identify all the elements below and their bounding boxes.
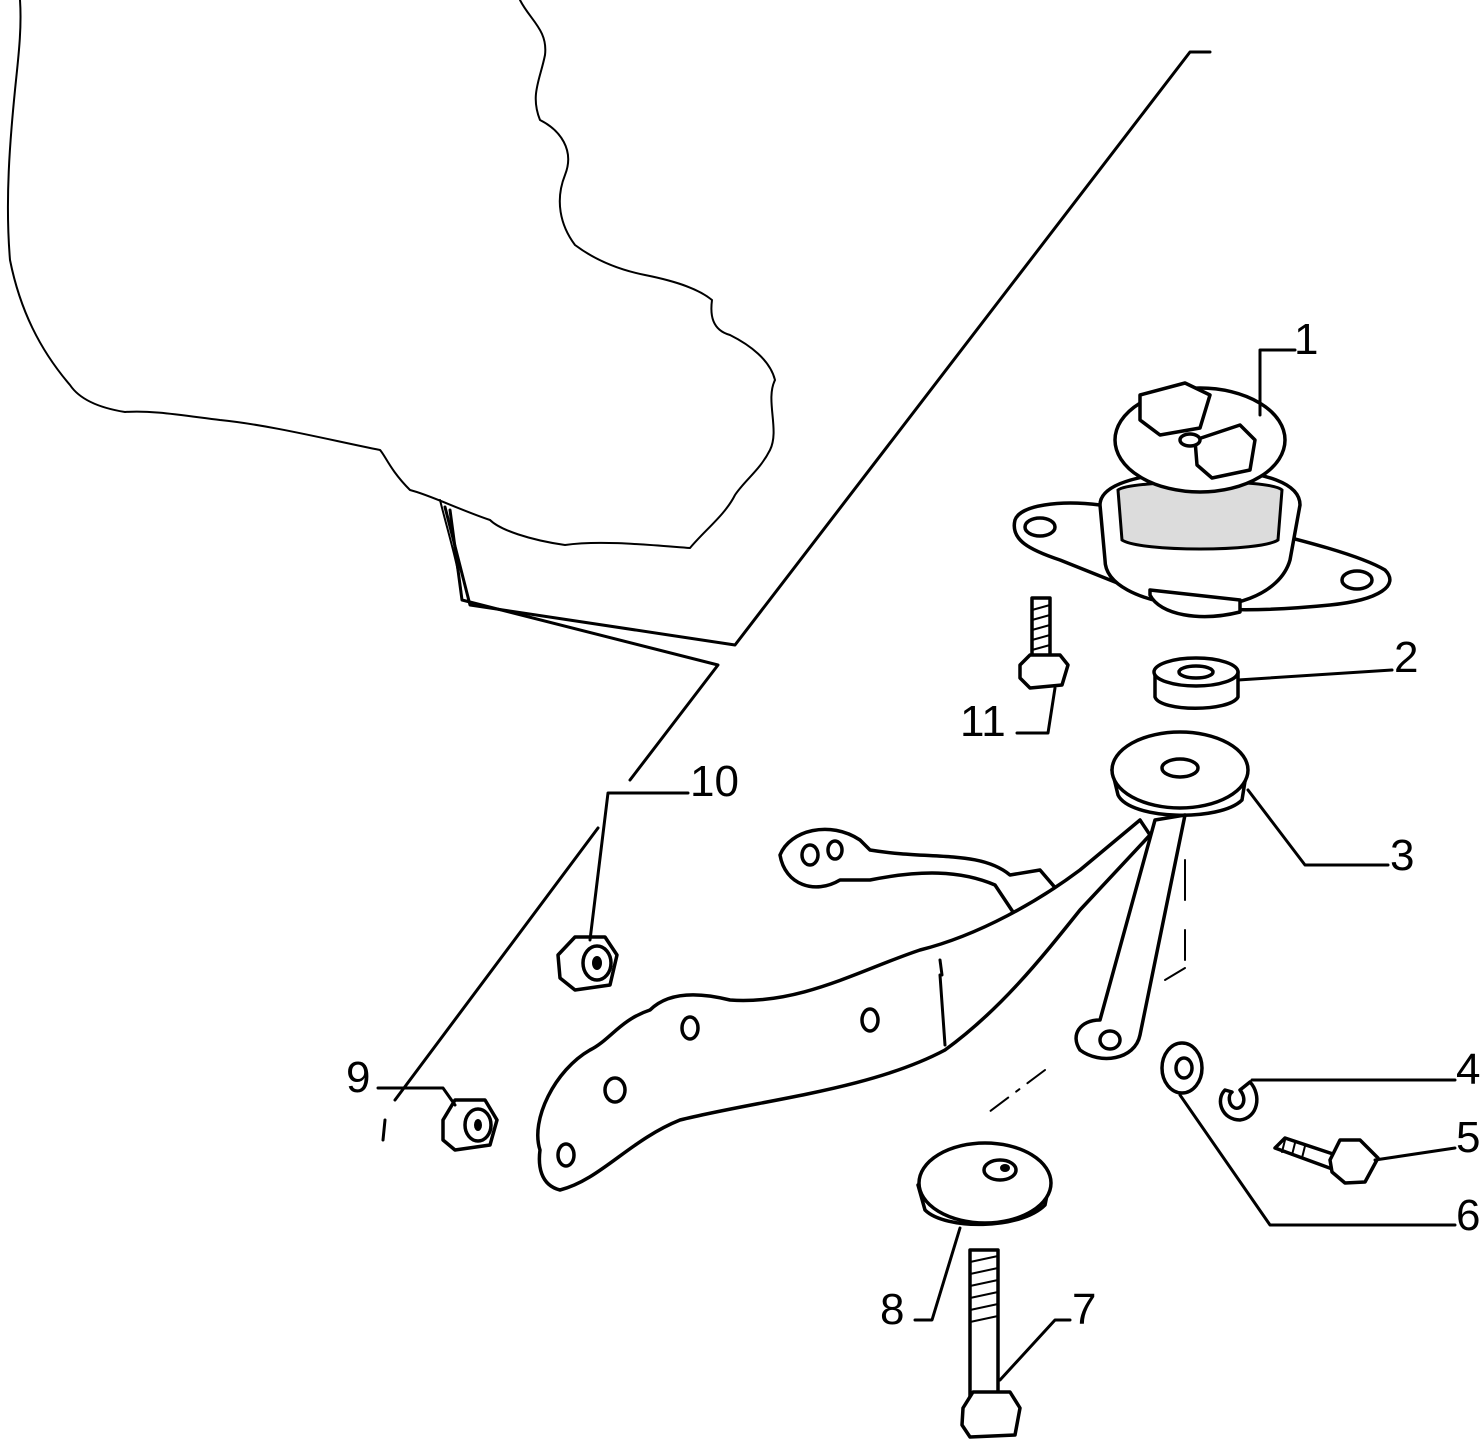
part-label-1: 1 [1294,315,1319,364]
nut-9-part [441,1098,499,1152]
nut-10-part [556,935,619,992]
leader-6 [1178,1093,1457,1227]
leader-9 [376,1086,457,1107]
engine-mount-part [1012,381,1392,619]
part-label-4: 4 [1456,1045,1481,1094]
leader-7 [998,1318,1072,1382]
large-disc-part [1110,730,1250,817]
small-spacer-part [1152,656,1240,710]
leader-1 [1258,348,1297,417]
part-label-3: 3 [1390,831,1415,880]
leader-2 [1236,668,1394,682]
washer-6-part [1160,1041,1204,1095]
part-label-10: 10 [690,757,739,806]
part-label-5: 5 [1456,1113,1481,1162]
part-label-9: 9 [346,1053,371,1102]
part-label-2: 2 [1394,633,1419,682]
leader-3 [1246,788,1390,867]
leader-5 [1373,1146,1457,1162]
frame-tick-left [381,1118,387,1142]
center-line [984,1069,1046,1116]
leader-10 [588,791,690,942]
frame-line-upper [443,50,1212,647]
part-label-11: 11 [960,697,1006,746]
stud-bolt-part [1018,596,1070,690]
cam-washer-8-part [916,1141,1053,1227]
frame-line-bottom-left [393,826,600,1102]
engine-outline [6,0,776,549]
frame-line-lower [448,508,720,782]
long-bolt-7-part [960,1248,1022,1439]
part-label-7: 7 [1072,1285,1097,1334]
part-label-8: 8 [880,1285,905,1334]
leader-11 [1015,686,1057,735]
split-washer-4-part [1218,1080,1259,1122]
bolt-5-part [1273,1136,1380,1185]
part-label-6: 6 [1456,1191,1481,1240]
leader-8 [913,1226,962,1322]
main-bracket-part [536,813,1187,1192]
